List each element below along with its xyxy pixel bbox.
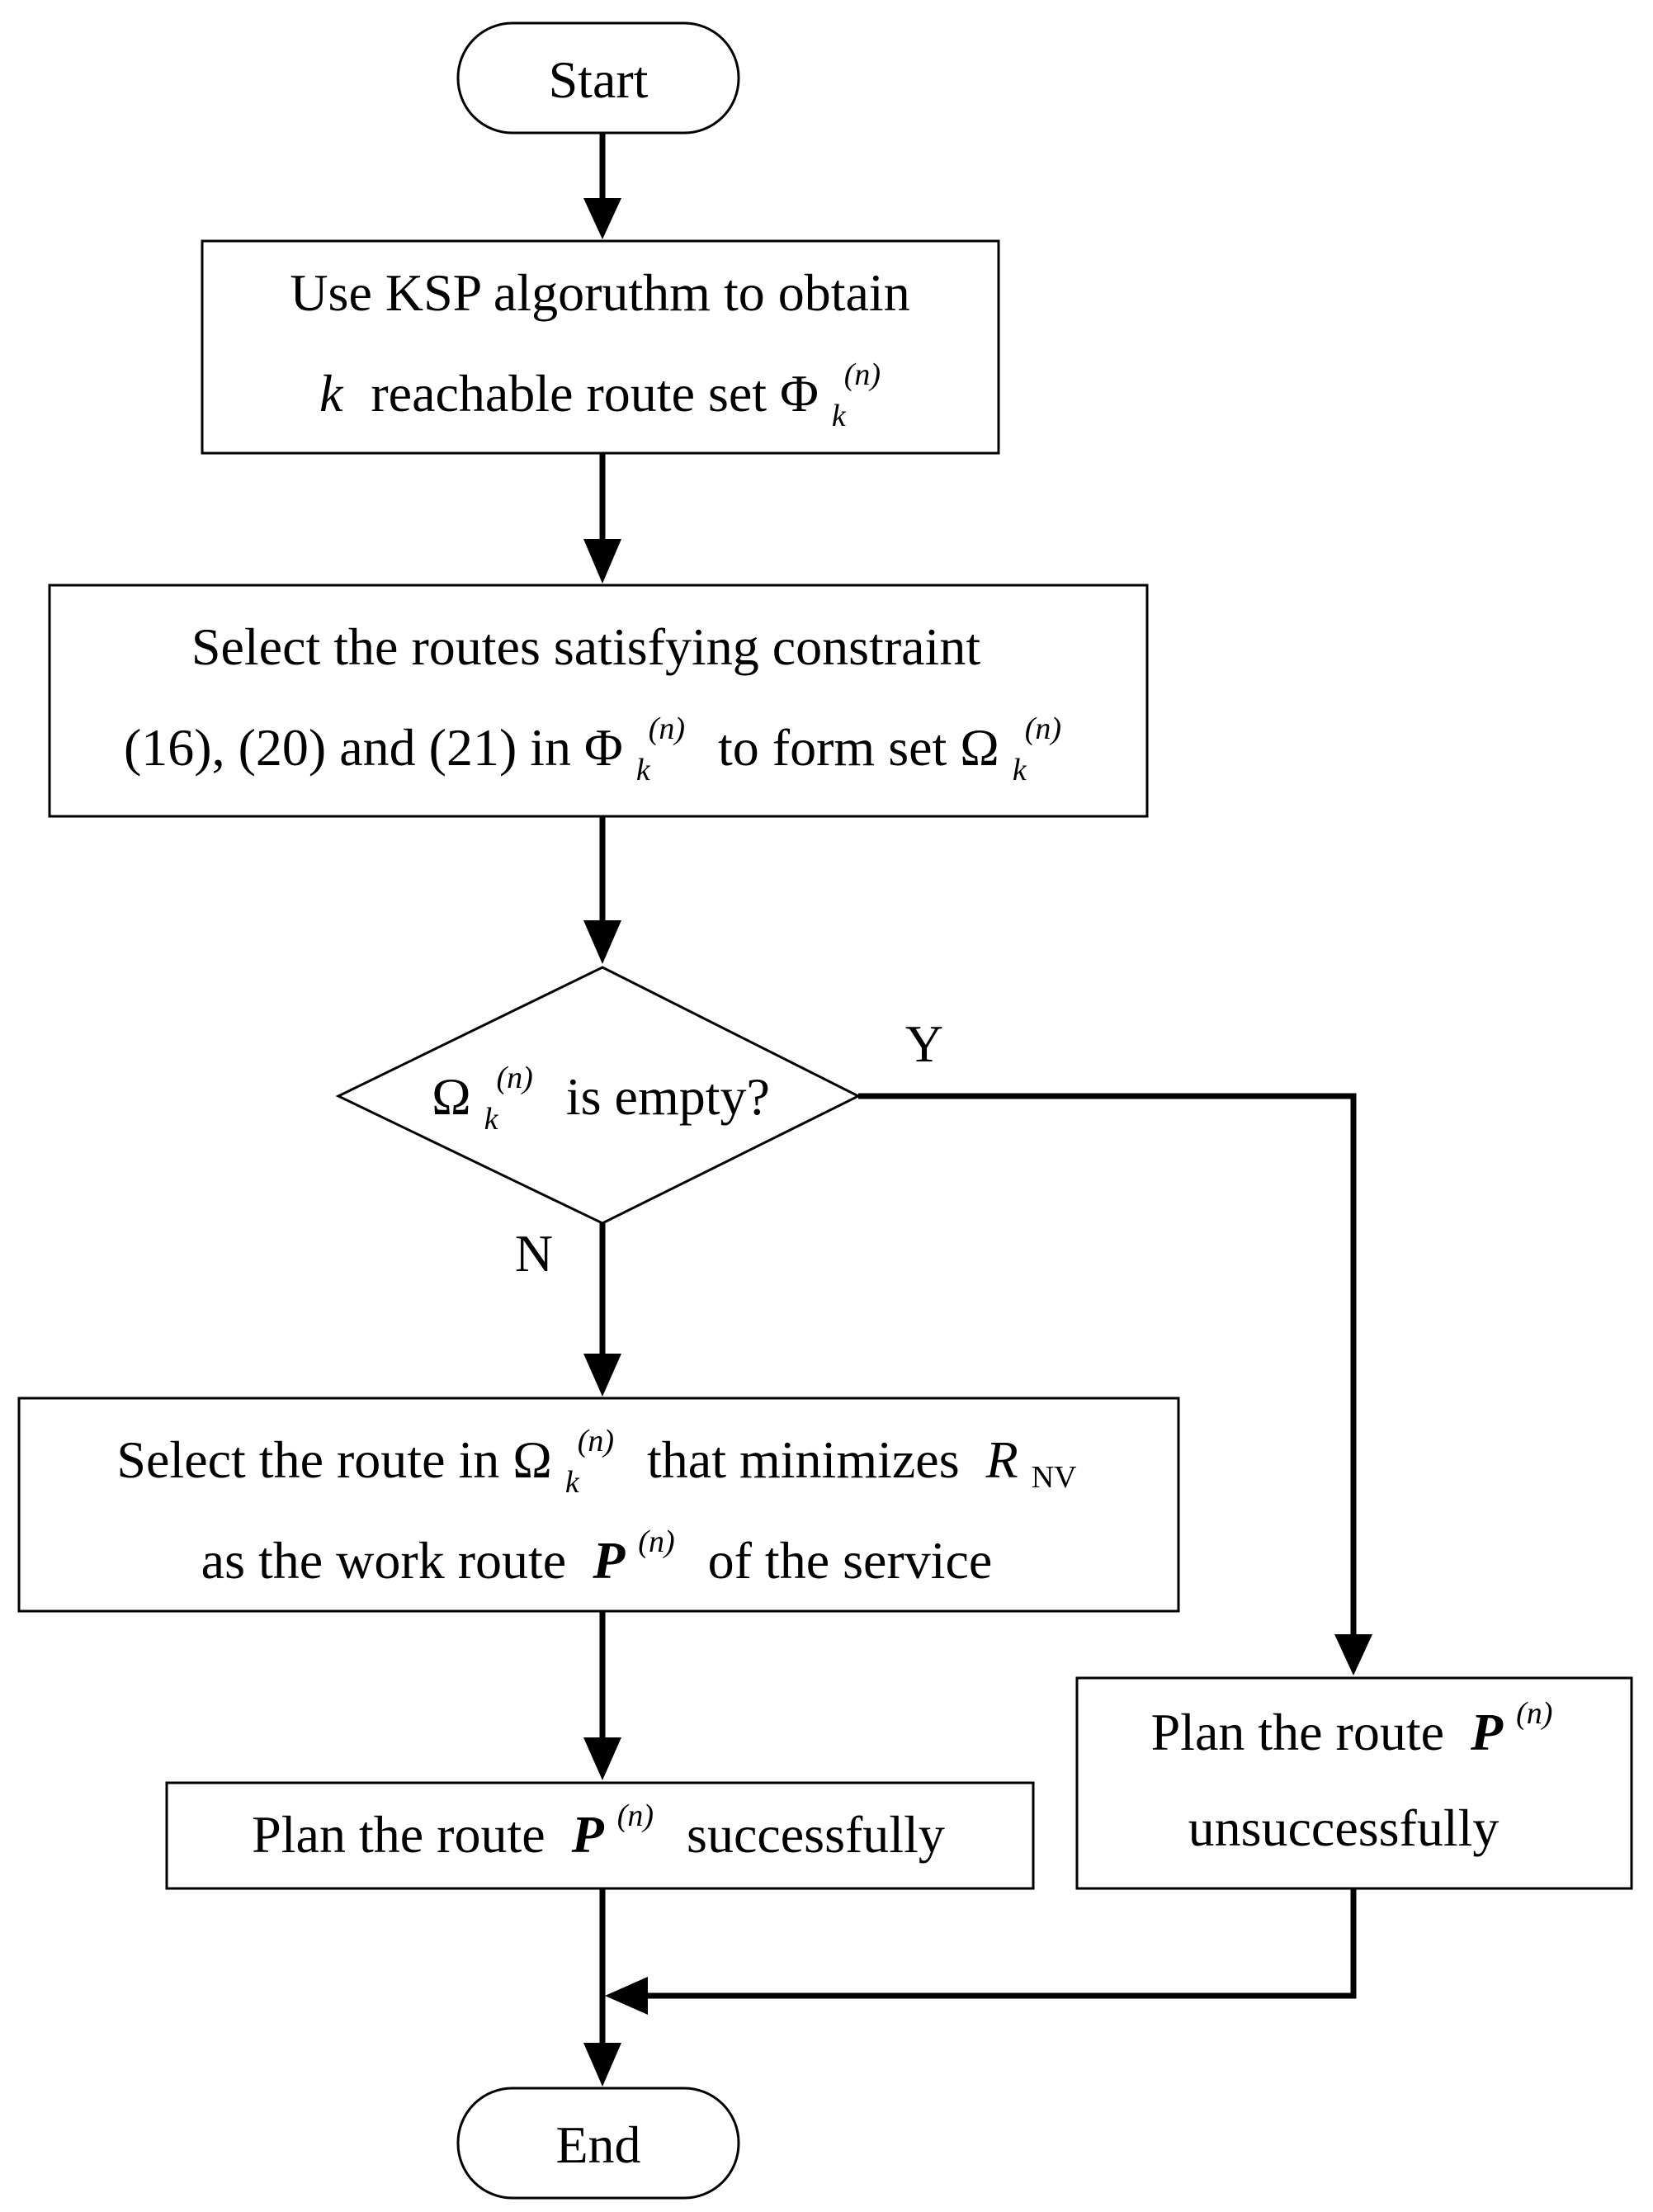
select-min-line1: Select the route in Ω k (n) that minimiz…: [116, 1404, 1077, 1504]
fail-line1: Plan the route P (n): [1151, 1696, 1553, 1761]
success-label: Plan the route P (n) successfully: [252, 1779, 945, 1864]
edge-start-to-ksp: [583, 133, 621, 239]
fail-process-node: Plan the route P (n) unsuccessfully: [1075, 1676, 1633, 1890]
select-min-line2: as the work route P (n) of the service: [201, 1505, 993, 1590]
fail-line2: unsuccessfully: [1188, 1798, 1500, 1857]
decision-sup: (n): [497, 1061, 533, 1095]
select-min-p: P: [592, 1531, 626, 1590]
success-pre: Plan the route: [252, 1805, 545, 1864]
select-constraint-sub-a: k: [636, 753, 651, 787]
edge-ksp-to-select: [583, 453, 621, 584]
decision-omega: Ω: [432, 1067, 471, 1126]
ksp-line2-text: reachable route set Φ: [371, 364, 819, 423]
edge-selectmin-to-success: [583, 1611, 621, 1780]
select-min-line2b: of the service: [708, 1531, 993, 1590]
select-constraint-line1: Select the routes satisfying constraint: [191, 617, 980, 676]
select-min-p-sup: (n): [638, 1524, 674, 1559]
edge-fail-to-join: [605, 1888, 1357, 2015]
ksp-k-var: k: [319, 364, 344, 423]
edge-select-to-decision: [583, 816, 621, 964]
select-min-r: R: [985, 1430, 1018, 1489]
select-constraint-process-node: Select the routes satisfying constraint …: [48, 584, 1149, 818]
decision-label: Ω k (n) is empty?: [432, 1041, 770, 1141]
select-min-line1b: that minimizes: [647, 1430, 960, 1489]
ksp-sup: (n): [844, 357, 881, 392]
select-min-process-node: Select the route in Ω k (n) that minimiz…: [17, 1397, 1180, 1613]
success-process-node: Plan the route P (n) successfully: [165, 1779, 1035, 1890]
select-min-sup-a: (n): [578, 1424, 614, 1458]
end-label: End: [555, 2115, 640, 2174]
select-constraint-line2a: (16), (20) and (21) in Φ: [124, 718, 623, 777]
edge-decision-yes: Y: [858, 1014, 1372, 1676]
fail-p-sup: (n): [1516, 1696, 1552, 1731]
select-constraint-line2: (16), (20) and (21) in Φ k (n) to form s…: [124, 692, 1061, 792]
select-constraint-sup-a: (n): [649, 711, 685, 746]
decision-sub: k: [484, 1102, 499, 1137]
select-min-line2a: as the work route: [201, 1531, 567, 1590]
start-node: Start: [456, 21, 740, 135]
decision-node: Ω k (n) is empty?: [335, 966, 862, 1225]
success-post: successfully: [687, 1805, 945, 1864]
edge-decision-no: N: [515, 1223, 621, 1397]
edge-success-to-end: [583, 1888, 621, 2087]
start-label: Start: [549, 50, 649, 109]
select-constraint-line2b: to form set Ω: [718, 718, 999, 777]
no-label: N: [515, 1224, 553, 1283]
ksp-sub: k: [832, 399, 847, 433]
ksp-process-node: Use KSP algoruthm to obtain k reachable …: [201, 239, 1000, 455]
select-constraint-sub-b: k: [1013, 753, 1027, 787]
select-constraint-sup-b: (n): [1025, 711, 1061, 746]
fail-line1-pre: Plan the route: [1151, 1703, 1444, 1761]
decision-question: is empty?: [566, 1067, 770, 1126]
success-p: P: [571, 1805, 605, 1864]
success-p-sup: (n): [617, 1798, 654, 1833]
yes-label: Y: [905, 1014, 943, 1073]
select-min-line1a: Select the route in Ω: [116, 1430, 551, 1489]
fail-p: P: [1470, 1703, 1504, 1761]
select-min-sub-a: k: [565, 1465, 580, 1500]
ksp-line2: k reachable route set Φ k (n): [319, 357, 881, 437]
ksp-line1: Use KSP algoruthm to obtain: [290, 263, 909, 322]
select-min-r-sub: NV: [1032, 1460, 1077, 1495]
end-node: End: [456, 2087, 740, 2200]
